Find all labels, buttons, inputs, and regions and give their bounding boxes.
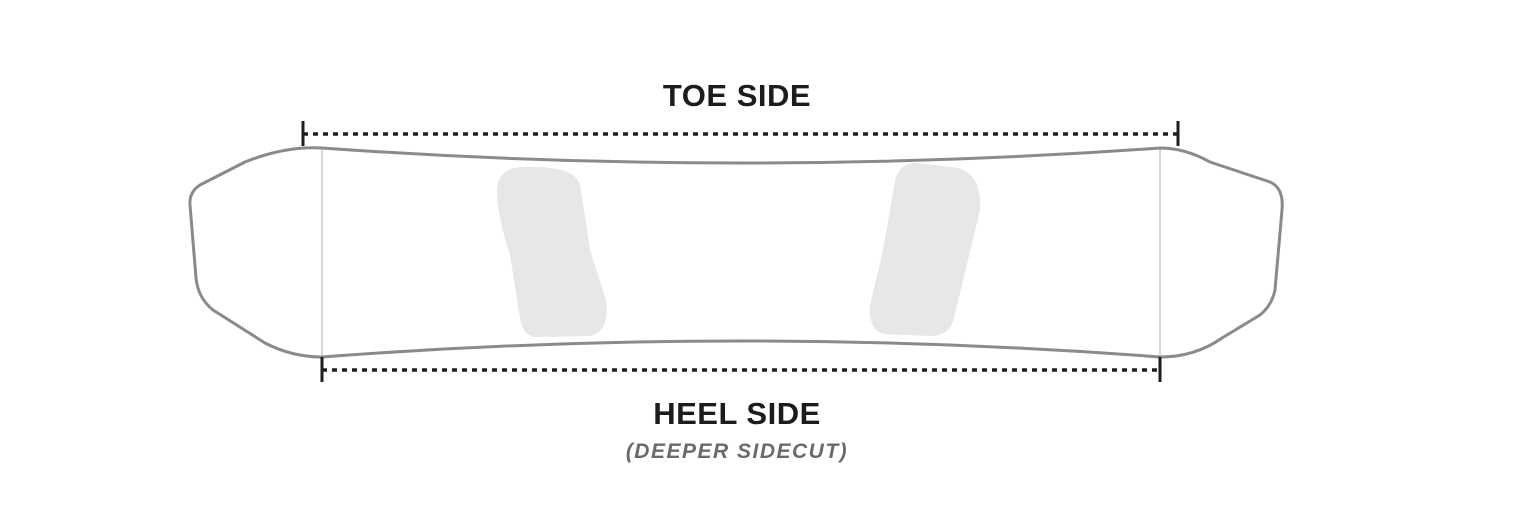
right-binding-pad	[869, 162, 981, 336]
snowboard-outline	[188, 146, 1284, 359]
heel-side-label: HEEL SIDE	[653, 396, 821, 431]
toe-side-label: TOE SIDE	[662, 78, 812, 113]
heel-side-note: (DEEPER SIDECUT)	[625, 440, 849, 463]
left-binding-pad	[497, 166, 607, 337]
